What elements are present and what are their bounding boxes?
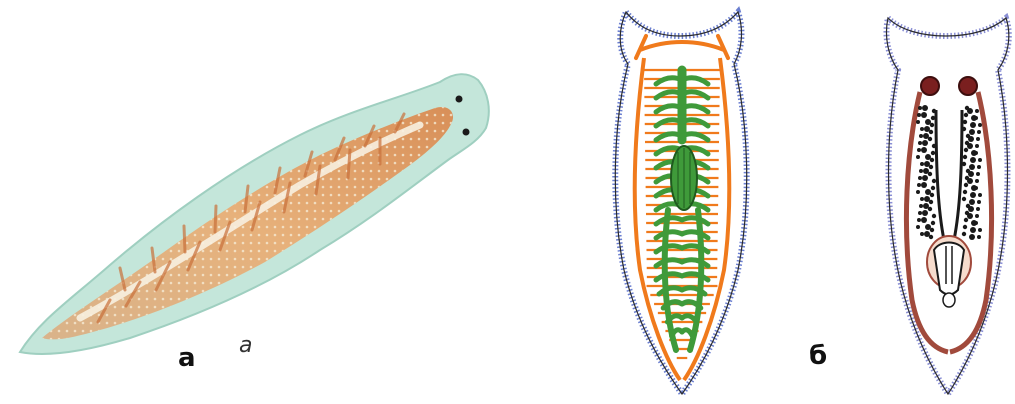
testis (920, 232, 924, 236)
testis (929, 130, 933, 134)
testis (929, 200, 933, 204)
testis (975, 179, 979, 183)
testis (970, 192, 976, 198)
testis (932, 179, 936, 183)
testis (916, 190, 920, 194)
testis (917, 183, 921, 187)
testis (977, 130, 981, 134)
testis (966, 204, 970, 208)
testis (969, 164, 975, 170)
reproductive-diagram (886, 18, 1008, 394)
testis (921, 147, 927, 153)
testis (976, 172, 980, 176)
testis (917, 113, 921, 117)
testis (977, 200, 981, 204)
testis (918, 211, 922, 215)
testis (920, 127, 924, 131)
testis (930, 158, 934, 162)
testis (974, 186, 978, 190)
planarian-photo-figure (20, 74, 489, 354)
testis (977, 165, 981, 169)
testis (931, 221, 935, 225)
testis (922, 105, 928, 111)
planarian-eye-left (456, 96, 463, 103)
testis (928, 207, 932, 211)
testis (916, 225, 920, 229)
panel-label-a-italic: а (239, 333, 252, 358)
testis (969, 199, 975, 205)
testis (922, 140, 928, 146)
testis (962, 232, 966, 236)
testis (965, 106, 969, 110)
testis (919, 134, 923, 138)
testis (969, 234, 975, 240)
testis (974, 221, 978, 225)
testis (966, 134, 970, 138)
testis (930, 193, 934, 197)
testis (978, 158, 982, 162)
testis (932, 214, 936, 218)
testis (970, 227, 976, 233)
testis (970, 122, 976, 128)
testis (975, 144, 979, 148)
testis (918, 106, 922, 110)
testis (962, 197, 966, 201)
testis (918, 141, 922, 145)
ovary-left (921, 77, 939, 95)
testis (922, 210, 928, 216)
testis (964, 113, 968, 117)
testis (977, 235, 981, 239)
testis (974, 116, 978, 120)
panel-label-a: а (178, 343, 196, 373)
testis (964, 148, 968, 152)
testis (920, 197, 924, 201)
testis (976, 207, 980, 211)
testis (969, 129, 975, 135)
testis (963, 225, 967, 229)
testis (929, 235, 933, 239)
planarian-eye-right (463, 129, 470, 136)
testis (930, 228, 934, 232)
testis (928, 172, 932, 176)
nervous-digestive-diagram (615, 12, 746, 394)
testis (916, 155, 920, 159)
testis (929, 165, 933, 169)
testis (931, 186, 935, 190)
testis (978, 228, 982, 232)
testis (917, 148, 921, 152)
testis (966, 169, 970, 173)
testis (978, 193, 982, 197)
testis (921, 182, 927, 188)
testis (920, 162, 924, 166)
testis (921, 217, 927, 223)
testis (965, 211, 969, 215)
testis (975, 214, 979, 218)
testis (964, 218, 968, 222)
testis (919, 204, 923, 208)
testis (922, 175, 928, 181)
testis (975, 109, 979, 113)
testis (930, 123, 934, 127)
testis (916, 120, 920, 124)
testis (917, 218, 921, 222)
testis (919, 169, 923, 173)
testis (964, 183, 968, 187)
testis (918, 176, 922, 180)
testis (963, 190, 967, 194)
testis (970, 157, 976, 163)
testis (965, 141, 969, 145)
testis (963, 155, 967, 159)
testis (931, 151, 935, 155)
testis (974, 151, 978, 155)
panel-label-b: б (809, 341, 827, 371)
testis (976, 137, 980, 141)
testis (928, 137, 932, 141)
testis (921, 112, 927, 118)
ovary-right (959, 77, 977, 95)
testis (978, 123, 982, 127)
testis (965, 176, 969, 180)
